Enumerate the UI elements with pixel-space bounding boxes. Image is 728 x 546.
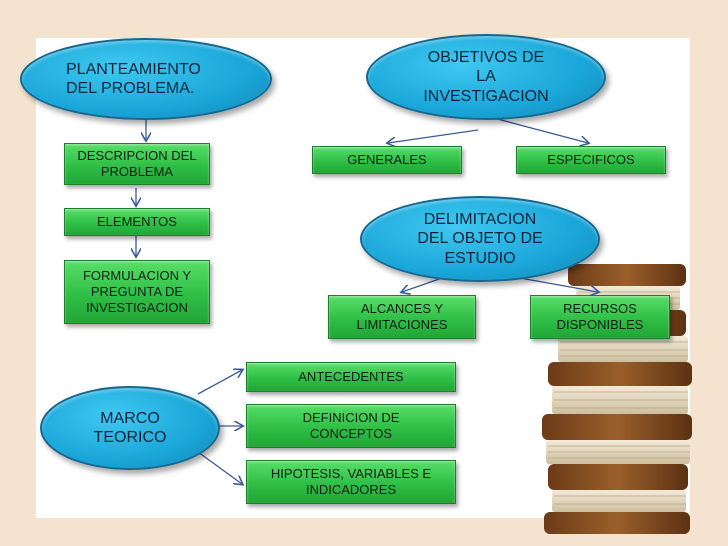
node-planteamiento: PLANTEAMIENTO DEL PROBLEMA. — [20, 38, 272, 120]
node-especificos-label: ESPECIFICOS — [547, 151, 635, 167]
node-generales-label: GENERALES — [347, 151, 427, 167]
node-delimitacion: DELIMITACION DEL OBJETO DE ESTUDIO — [360, 196, 600, 282]
node-planteamiento-label: PLANTEAMIENTO DEL PROBLEMA. — [66, 60, 201, 97]
node-generales: GENERALES — [312, 146, 462, 174]
node-objetivos: OBJETIVOS DE LA INVESTIGACION — [366, 34, 606, 120]
node-elementos-label: ELEMENTOS — [97, 213, 177, 229]
node-alcances: ALCANCES Y LIMITACIONES — [328, 295, 476, 339]
node-marco-label: MARCO TEORICO — [93, 409, 167, 446]
node-marco: MARCO TEORICO — [40, 386, 220, 470]
node-hipotesis: HIPOTESIS, VARIABLES E INDICADORES — [246, 460, 456, 504]
node-delimitacion-label: DELIMITACION DEL OBJETO DE ESTUDIO — [417, 211, 543, 267]
node-formulacion-label: FORMULACION Y PREGUNTA DE INVESTIGACION — [82, 267, 192, 316]
node-elementos: ELEMENTOS — [64, 208, 210, 236]
node-antecedentes-label: ANTECEDENTES — [298, 368, 404, 384]
node-recursos: RECURSOS DISPONIBLES — [530, 295, 670, 339]
node-antecedentes: ANTECEDENTES — [246, 362, 456, 392]
node-descripcion: DESCRIPCION DEL PROBLEMA — [64, 143, 210, 185]
node-especificos: ESPECIFICOS — [516, 146, 666, 174]
node-descripcion-label: DESCRIPCION DEL PROBLEMA — [77, 147, 197, 179]
node-recursos-label: RECURSOS DISPONIBLES — [556, 300, 644, 332]
node-formulacion: FORMULACION Y PREGUNTA DE INVESTIGACION — [64, 260, 210, 324]
node-definicion: DEFINICION DE CONCEPTOS — [246, 404, 456, 448]
node-objetivos-label: OBJETIVOS DE LA INVESTIGACION — [423, 49, 549, 105]
node-alcances-label: ALCANCES Y LIMITACIONES — [356, 300, 448, 332]
node-hipotesis-label: HIPOTESIS, VARIABLES E INDICADORES — [270, 465, 432, 497]
node-definicion-label: DEFINICION DE CONCEPTOS — [302, 409, 400, 441]
